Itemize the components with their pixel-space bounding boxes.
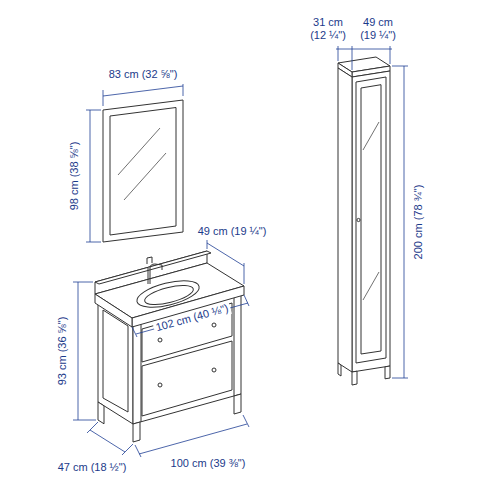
faucet xyxy=(150,264,162,284)
door-knob xyxy=(357,218,360,221)
drawer-knob xyxy=(212,368,216,372)
dimension-label: 49 cm (19 ¼") xyxy=(353,16,403,42)
glass-reflection xyxy=(363,272,379,300)
faucet xyxy=(148,268,149,284)
side-panel xyxy=(103,310,128,412)
faucet-handle xyxy=(147,257,152,264)
dimension-label: 49 cm (19 ¼") xyxy=(196,225,269,238)
drawer-knob xyxy=(158,383,162,387)
dimension-label: 200 cm (78 ¾") xyxy=(412,183,425,262)
frame-stile xyxy=(141,322,142,422)
countertop-edge xyxy=(95,294,132,327)
dimension-lines xyxy=(73,46,408,457)
cabinet-front xyxy=(352,71,390,372)
cabinet-leg xyxy=(352,371,357,385)
cabinet-leg xyxy=(385,366,390,379)
drawer-knob xyxy=(212,323,216,327)
cabinet-leg xyxy=(234,394,241,414)
dimension-label: 102 cm (40 ⅛") xyxy=(152,301,231,335)
cabinet-side xyxy=(338,68,352,372)
dimension-label: 31 cm (12 ¼") xyxy=(303,16,353,42)
basin xyxy=(134,276,201,313)
glass-reflection xyxy=(363,122,379,150)
mirror-glass xyxy=(110,108,176,236)
drawer xyxy=(142,341,232,416)
cabinet-door xyxy=(356,77,386,363)
glass-reflection xyxy=(118,128,160,175)
drawer-knob xyxy=(158,338,162,342)
dimension-label: 100 cm (39 ⅜") xyxy=(169,457,248,470)
door-mirror xyxy=(361,85,381,354)
basin-bowl xyxy=(143,282,195,309)
cabinet-leg xyxy=(338,363,341,376)
dimension-label: 83 cm (32 ⅝") xyxy=(107,68,180,81)
dimension-label: 93 cm (36 ⅝") xyxy=(56,315,69,388)
dimension-label: 98 cm (38 ⅝") xyxy=(68,140,81,213)
mirror-frame xyxy=(103,100,183,242)
cabinet-leg xyxy=(98,402,104,424)
dimension-label: 47 cm (18 ½") xyxy=(56,461,129,474)
glass-reflection xyxy=(124,153,166,200)
frame-stile xyxy=(234,297,235,396)
cabinet-leg xyxy=(133,422,140,442)
